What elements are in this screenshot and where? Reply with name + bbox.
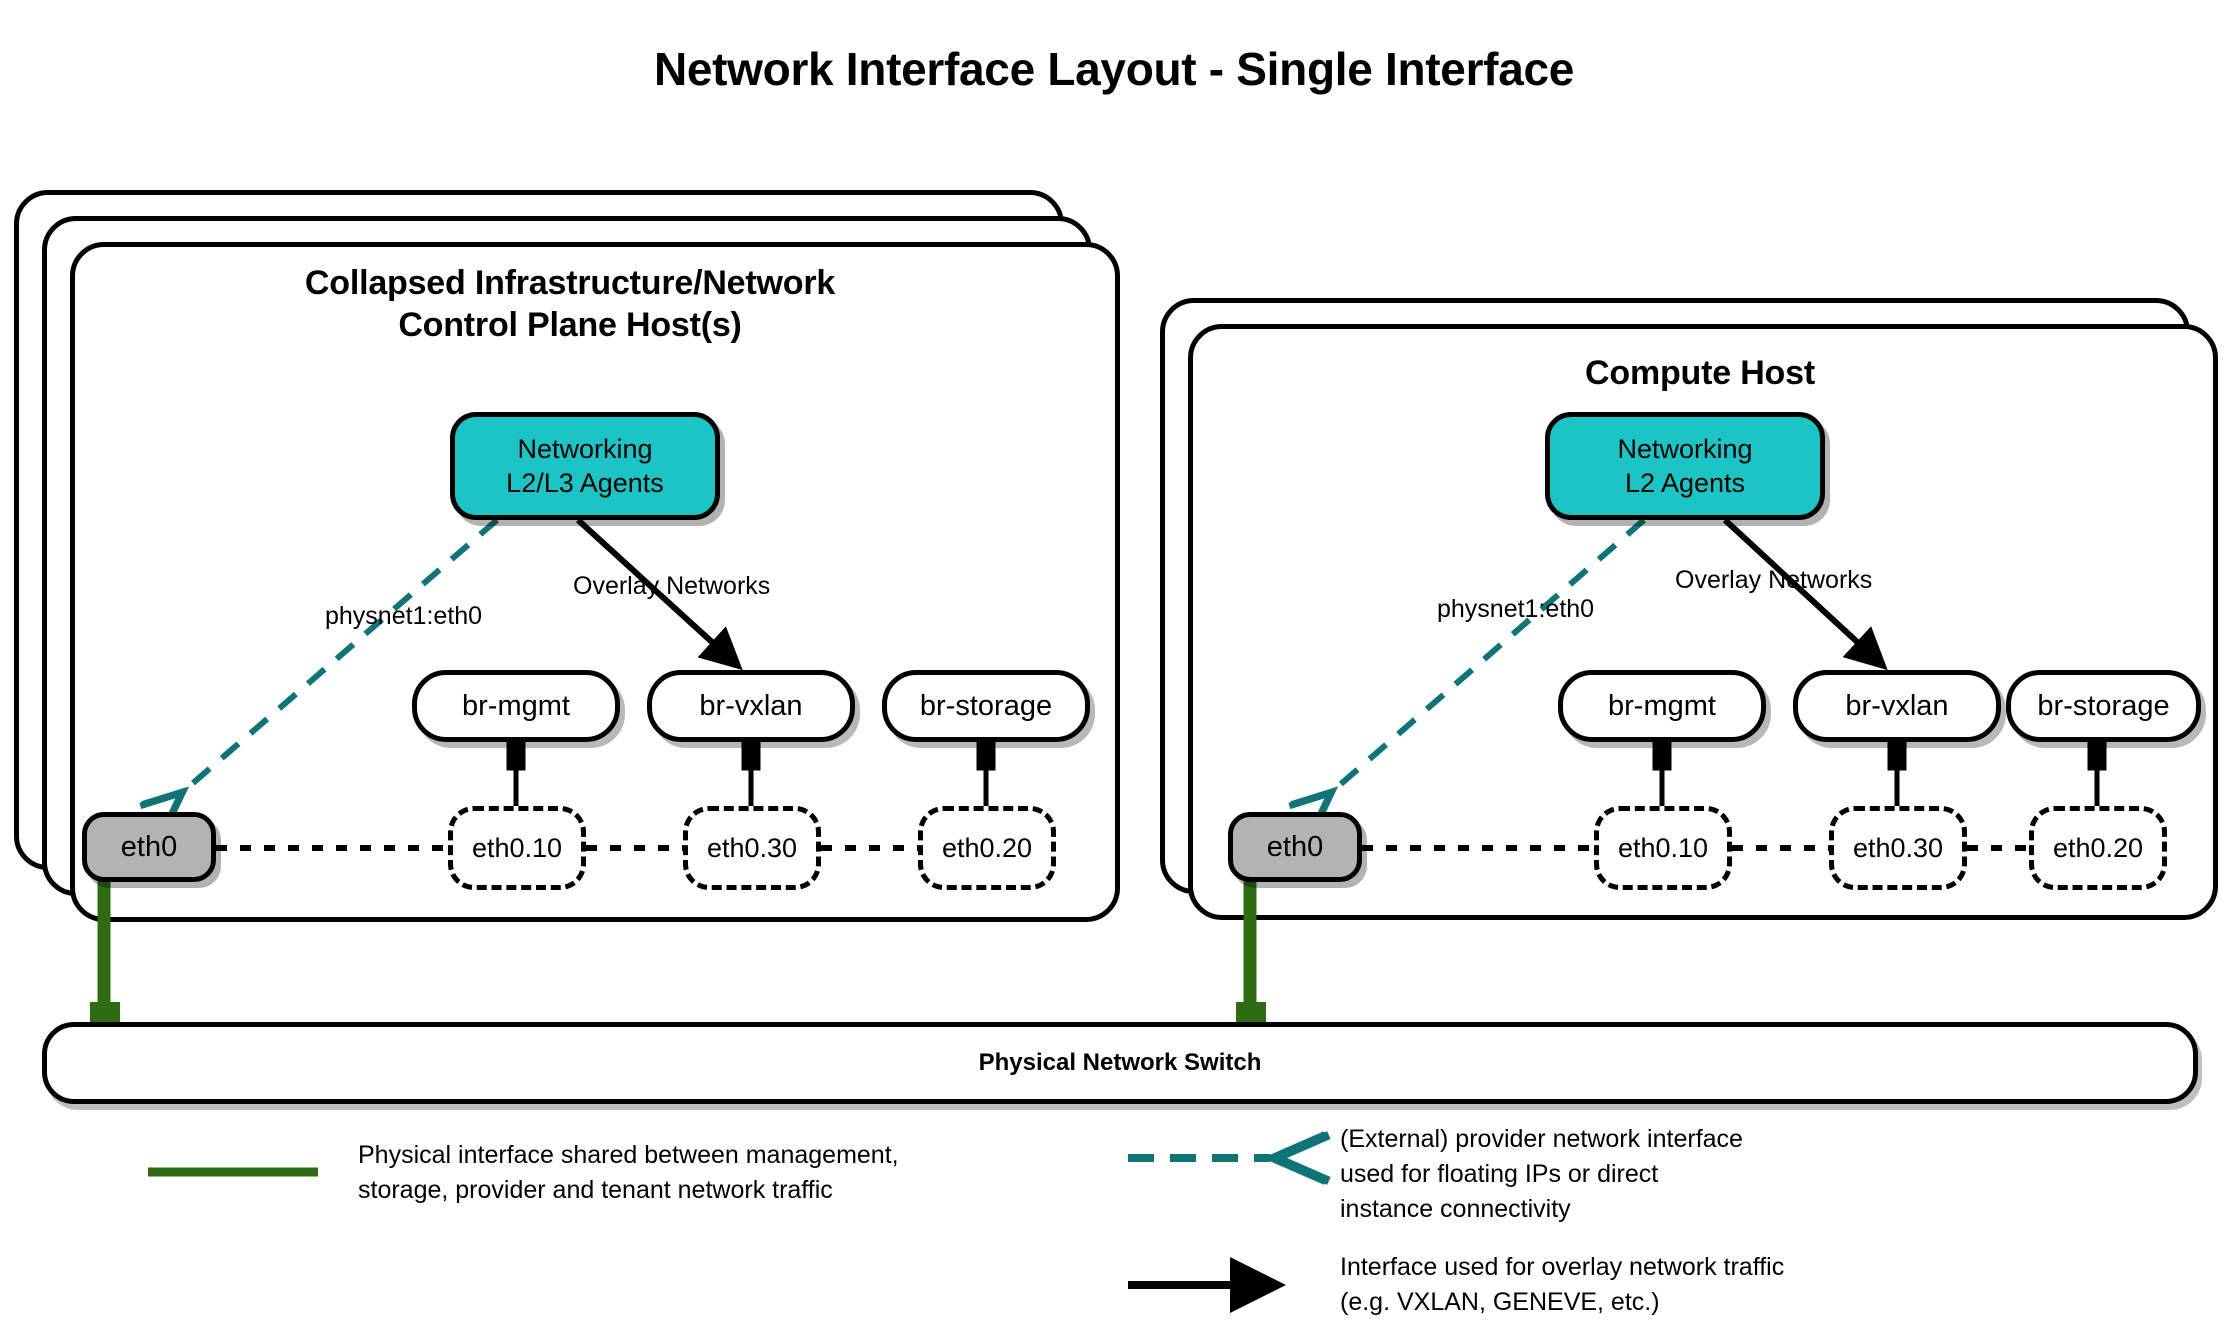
host-panel-control-plane [14,190,1124,922]
bridge-br-vxlan-control-plane[interactable]: br-vxlan [647,670,855,742]
bridge-br-mgmt-compute[interactable]: br-mgmt [1558,670,1766,742]
host-title-line1: Compute Host [1585,354,1815,392]
bridge-br-storage-compute[interactable]: br-storage [2006,670,2201,742]
overlay-link-control-plane [575,517,743,671]
bridge-br-storage-control-plane[interactable]: br-storage [882,670,1090,742]
vlan-eth0-20-compute[interactable]: eth0.20 [2029,806,2167,890]
agent-label-line2: L2 Agents [1624,468,1746,498]
agent-label-line1: Networking [517,434,653,464]
legend-text-overlay-interface: Interface used for overlay network traff… [1340,1253,1785,1316]
legend-text-physical-interface: Physical interface shared between manage… [358,1141,899,1204]
vlan-eth0-30-control-plane[interactable]: eth0.30 [683,806,821,890]
provider-label-compute: physnet1:eth0 [1437,595,1595,623]
physical-link-compute [1236,878,1266,1032]
provider-link-control-plane [139,517,499,834]
vlan-eth0-30-compute[interactable]: eth0.30 [1829,806,1967,890]
overlay-link-compute [1722,517,1888,671]
physical-link-control-plane [90,878,120,1032]
bridge-stems-compute [1652,739,2107,820]
provider-link-compute [1288,517,1646,834]
agent-label-line1: Networking [1617,434,1753,464]
bridge-br-vxlan-compute[interactable]: br-vxlan [1793,670,2001,742]
bridge-br-mgmt-control-plane[interactable]: br-mgmt [412,670,620,742]
overlay-label-compute: Overlay Networks [1675,566,1873,594]
nic-eth0-control-plane[interactable]: eth0 [82,812,216,882]
overlay-label-control-plane: Overlay Networks [573,572,771,600]
legend-text-provider-interface: (External) provider network interface us… [1340,1125,1743,1223]
agent-box-compute[interactable]: Networking L2 Agents [1545,412,1825,520]
page-title: Network Interface Layout - Single Interf… [653,43,1575,95]
agent-box-control-plane[interactable]: Networking L2/L3 Agents [450,412,720,520]
nic-eth0-compute[interactable]: eth0 [1228,812,1362,882]
agent-label-line2: L2/L3 Agents [506,468,664,498]
physical-network-switch[interactable]: Physical Network Switch [42,1022,2198,1104]
vlan-eth0-10-compute[interactable]: eth0.10 [1594,806,1732,890]
vlan-eth0-10-control-plane[interactable]: eth0.10 [448,806,586,890]
host-title-compute: Compute Host [1250,352,2150,394]
host-title-line1: Collapsed Infrastructure/Network [304,264,836,302]
host-title-line2: Control Plane Host(s) [398,306,742,344]
switch-label: Physical Network Switch [978,1049,1262,1076]
vlan-eth0-20-control-plane[interactable]: eth0.20 [918,806,1056,890]
provider-label-control-plane: physnet1:eth0 [325,602,483,630]
host-title-control-plane: Collapsed Infrastructure/Network Control… [120,262,1020,346]
